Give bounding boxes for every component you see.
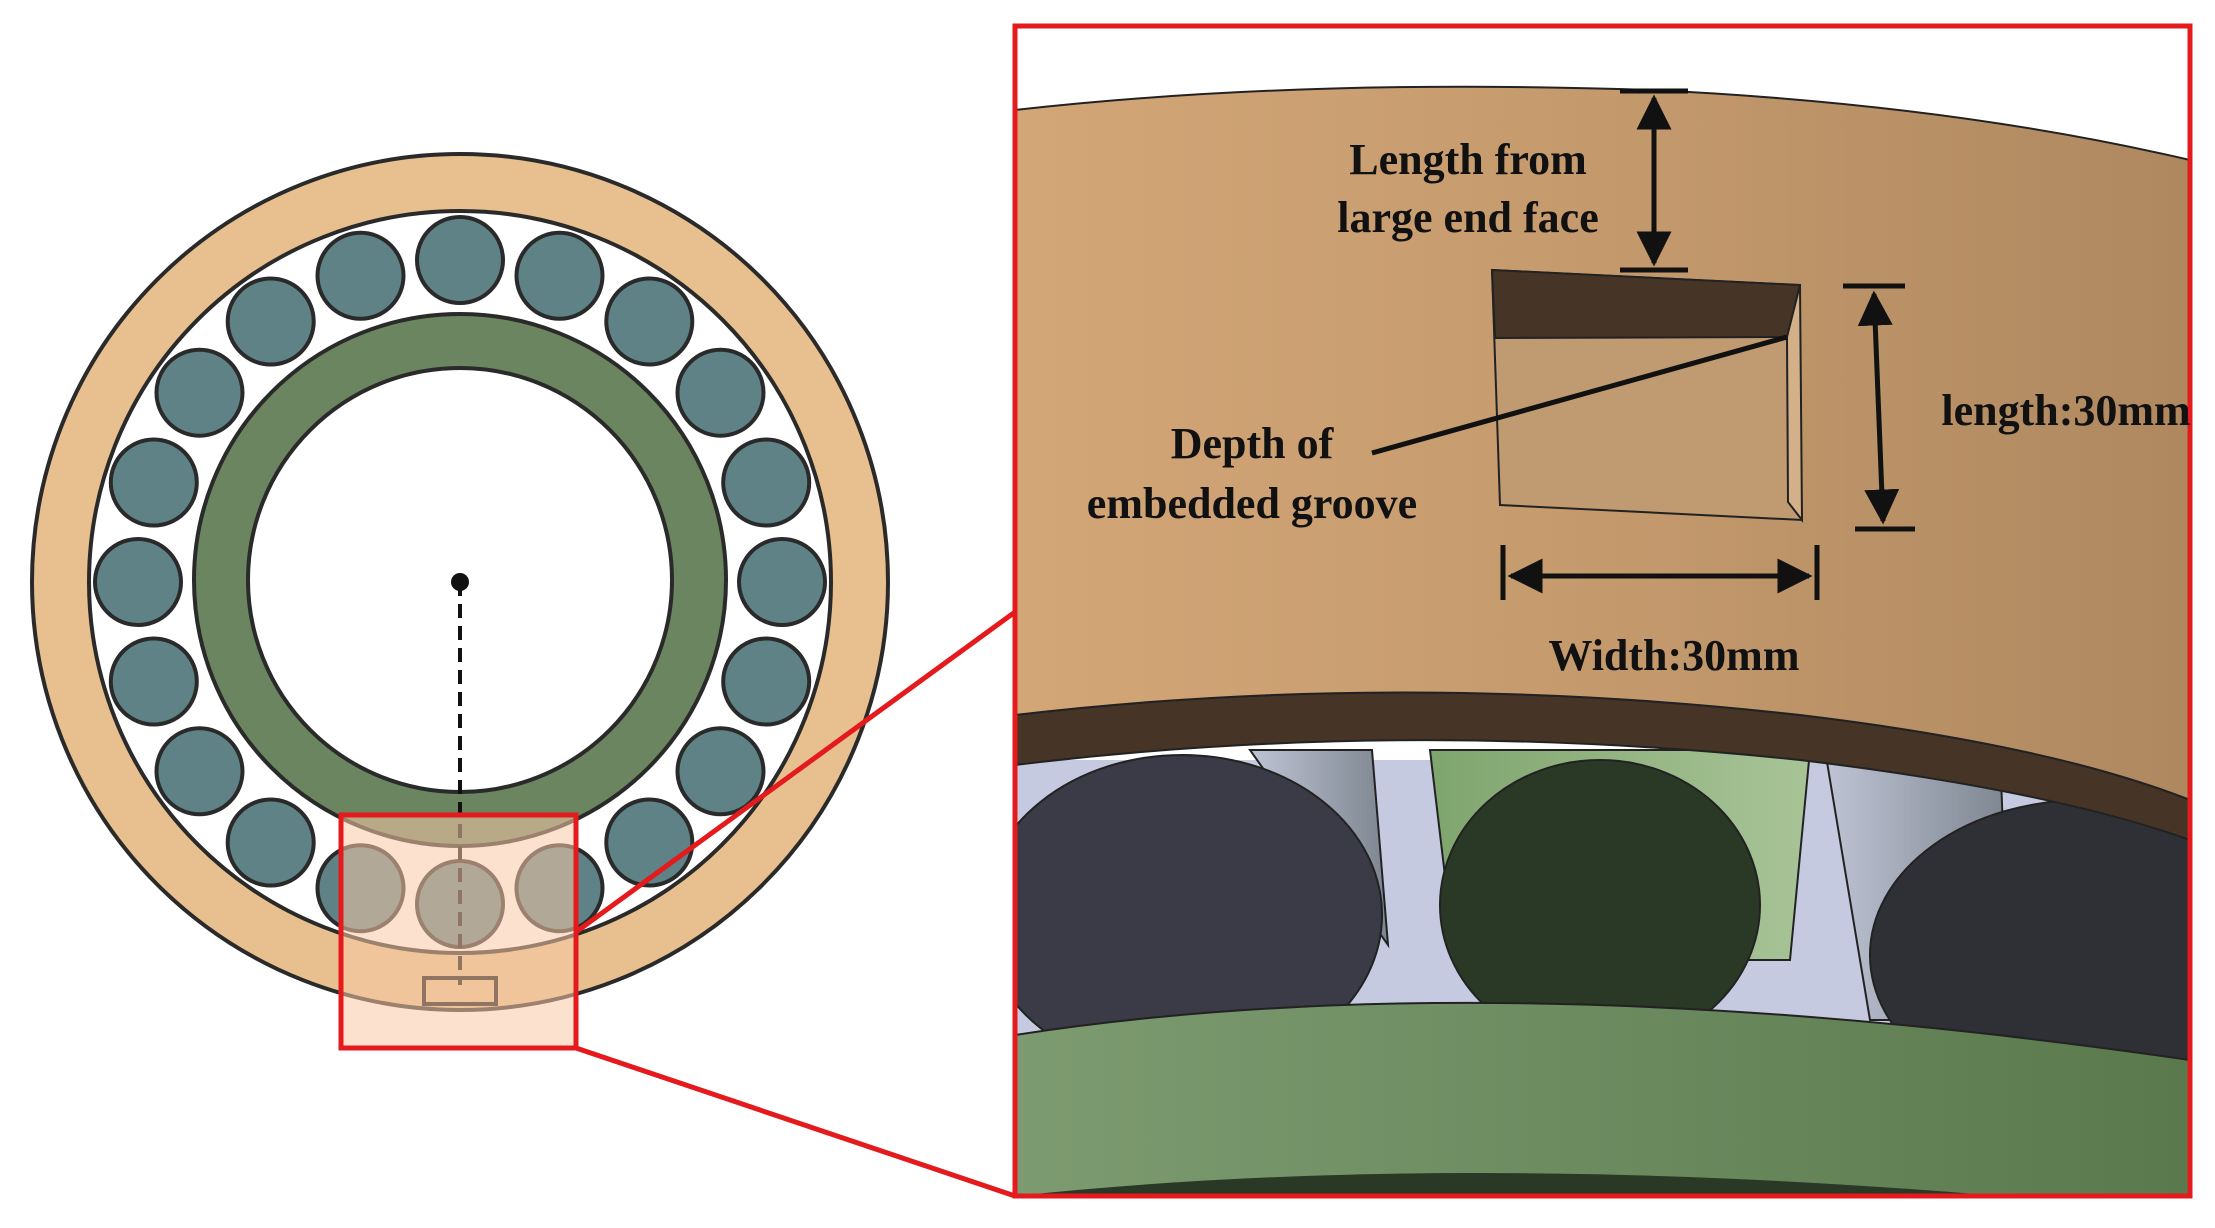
roller: [604, 797, 695, 888]
roller: [415, 215, 505, 305]
center-point: [451, 573, 469, 591]
dimension-length: [1843, 283, 1915, 532]
label-depth-line2: embedded groove: [1087, 479, 1417, 528]
roller: [225, 797, 316, 888]
label-depth-line1: Depth of: [1171, 419, 1335, 468]
roller: [514, 230, 605, 321]
detail-view: Length from large end face Depth of embe…: [1012, 23, 2193, 1199]
roller: [721, 437, 812, 528]
roller: [108, 437, 199, 528]
label-width: Width:30mm: [1549, 631, 1800, 680]
roller: [604, 276, 695, 367]
dimension-width: [1500, 545, 1820, 600]
groove-side-wall: [1785, 284, 1804, 523]
roller: [315, 230, 406, 321]
roller: [154, 726, 245, 817]
zoom-connector-bottom: [575, 1045, 1016, 1199]
roller: [154, 347, 245, 438]
roller: [675, 347, 766, 438]
roller-set: [93, 215, 827, 949]
bearing-overview: [30, 152, 890, 1051]
roller: [737, 537, 827, 627]
dimension-length-from-face: [1620, 88, 1688, 273]
roller: [675, 726, 766, 817]
roller: [93, 537, 183, 627]
inner-ring-detail: [1015, 1001, 2190, 1196]
detail-frame: [1012, 23, 2193, 1199]
zoom-connector-top: [574, 609, 1017, 935]
depth-leader: [1371, 334, 1788, 456]
label-length: length:30mm: [1941, 386, 2190, 435]
highlight-box: [338, 812, 579, 1051]
roller: [225, 276, 316, 367]
label-length-from-line1: Length from: [1349, 135, 1587, 184]
label-length-from-line2: large end face: [1337, 193, 1598, 242]
inner-ring-shadow: [1015, 1173, 2000, 1196]
roller: [108, 636, 199, 727]
roller: [721, 636, 812, 727]
